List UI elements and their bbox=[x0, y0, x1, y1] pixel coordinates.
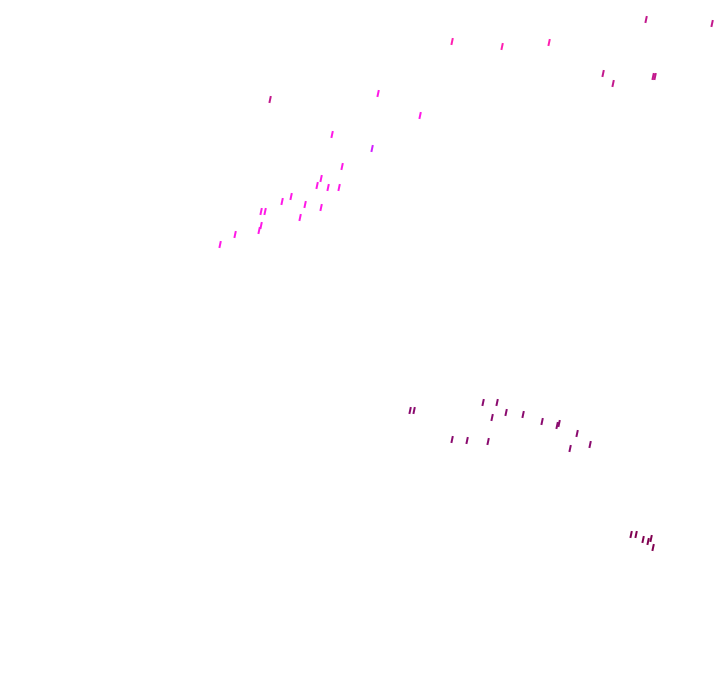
data-point-s1-0 bbox=[450, 37, 454, 46]
data-point-s0-9 bbox=[303, 200, 307, 209]
data-point-s0-7 bbox=[289, 192, 293, 201]
data-point-s3-1 bbox=[601, 69, 605, 78]
data-point-s4-0 bbox=[408, 406, 412, 415]
data-point-s0-5 bbox=[263, 207, 267, 216]
data-point-s0-10 bbox=[315, 181, 319, 190]
data-point-s0-0 bbox=[218, 240, 222, 249]
data-point-s3-0 bbox=[268, 95, 272, 104]
data-point-s5-3 bbox=[646, 537, 650, 546]
data-point-s1-1 bbox=[500, 42, 504, 51]
data-point-s5-0 bbox=[629, 530, 633, 539]
data-point-s4-1 bbox=[412, 406, 416, 415]
data-point-s4-11 bbox=[588, 440, 592, 449]
data-point-s0-3 bbox=[259, 221, 263, 230]
data-point-s0-6 bbox=[280, 197, 284, 206]
data-point-s0-17 bbox=[376, 89, 380, 98]
data-point-s0-4 bbox=[259, 207, 263, 216]
data-point-s0-1 bbox=[233, 230, 237, 239]
data-point-s0-8 bbox=[298, 213, 302, 222]
data-point-s2-0 bbox=[370, 144, 374, 153]
data-point-s0-11 bbox=[319, 174, 323, 183]
data-point-s1-2 bbox=[547, 38, 551, 47]
data-point-s3-6 bbox=[710, 19, 714, 28]
data-point-s4-2 bbox=[481, 398, 485, 407]
data-point-s5-2 bbox=[641, 535, 645, 544]
data-point-s0-15 bbox=[340, 162, 344, 171]
data-point-s3-2 bbox=[611, 79, 615, 88]
data-point-s3-5 bbox=[653, 72, 657, 81]
data-point-s4-13 bbox=[450, 435, 454, 444]
data-point-s5-1 bbox=[634, 530, 638, 539]
data-point-s4-9 bbox=[557, 419, 561, 428]
data-point-s4-8 bbox=[555, 421, 559, 430]
data-point-s3-3 bbox=[644, 15, 648, 24]
data-point-s0-18 bbox=[418, 111, 422, 120]
data-point-s5-5 bbox=[651, 543, 655, 552]
data-point-s4-15 bbox=[486, 437, 490, 446]
data-point-s4-5 bbox=[504, 408, 508, 417]
data-point-s4-10 bbox=[575, 429, 579, 438]
data-point-s0-16 bbox=[330, 130, 334, 139]
data-point-s5-4 bbox=[649, 534, 653, 543]
data-point-s4-4 bbox=[490, 413, 494, 422]
data-point-s3-4 bbox=[651, 72, 655, 81]
data-point-s0-14 bbox=[337, 183, 341, 192]
data-point-s4-14 bbox=[465, 436, 469, 445]
data-point-s4-12 bbox=[568, 444, 572, 453]
data-points-layer bbox=[218, 15, 714, 552]
data-point-s0-13 bbox=[326, 183, 330, 192]
data-point-s4-7 bbox=[540, 417, 544, 426]
data-point-s4-6 bbox=[521, 410, 525, 419]
data-point-s0-12 bbox=[319, 203, 323, 212]
data-point-s4-3 bbox=[495, 398, 499, 407]
